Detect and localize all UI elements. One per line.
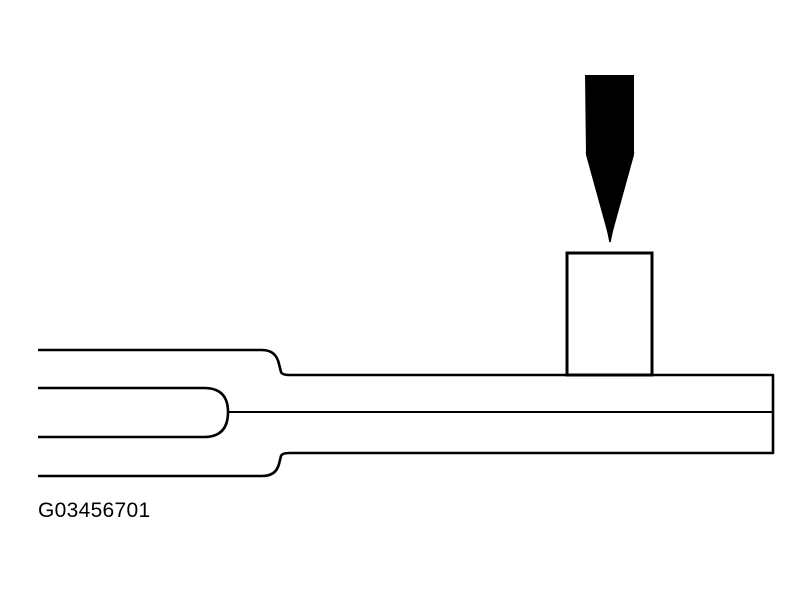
force-arrow [585,75,634,242]
force-arrow-notch [585,151,635,243]
figure-id-label: G03456701 [38,499,151,522]
block-pad [565,251,654,377]
tube-outer-wall [38,348,775,478]
tube-inner-fold [38,386,230,439]
